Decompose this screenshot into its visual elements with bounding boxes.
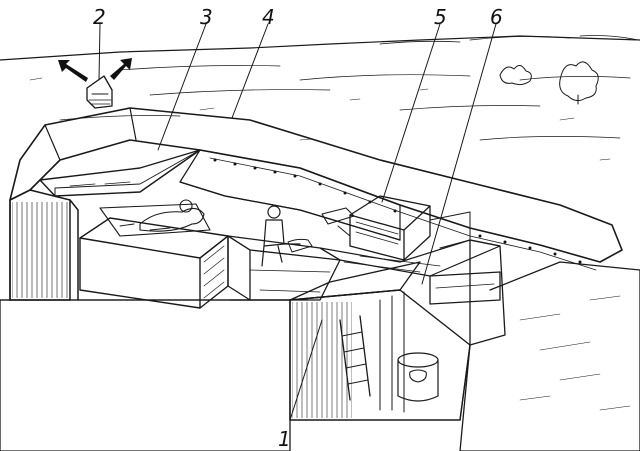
landscape-background xyxy=(0,35,640,161)
earth-cover-mound xyxy=(9,107,623,271)
callout-3: 3 xyxy=(200,5,213,29)
leader-lines xyxy=(98,23,497,421)
entrance-shaft xyxy=(289,261,471,421)
callout-6: 6 xyxy=(490,5,503,29)
lower-bunk xyxy=(79,199,229,309)
bench-and-seated-person xyxy=(227,205,341,301)
passage-floor xyxy=(319,239,501,277)
callout-1: 1 xyxy=(278,427,291,451)
exhaust-arrow-left xyxy=(58,60,88,82)
ventilation-hood xyxy=(58,58,132,109)
water-drum xyxy=(397,352,439,402)
ground-surface-hatch xyxy=(0,299,291,451)
exhaust-arrow-right xyxy=(110,58,132,80)
ladder xyxy=(339,315,371,401)
upper-bunk-platform xyxy=(39,149,201,197)
callout-2: 2 xyxy=(93,5,106,29)
seated-person xyxy=(261,205,313,267)
back-wall xyxy=(179,149,401,241)
callout-5: 5 xyxy=(434,5,447,29)
sleeping-person xyxy=(119,199,205,232)
left-wall-section xyxy=(9,189,79,301)
filter-ventilation-unit xyxy=(321,195,471,261)
right-cutaway-section xyxy=(429,239,640,451)
callout-4: 4 xyxy=(262,5,275,29)
